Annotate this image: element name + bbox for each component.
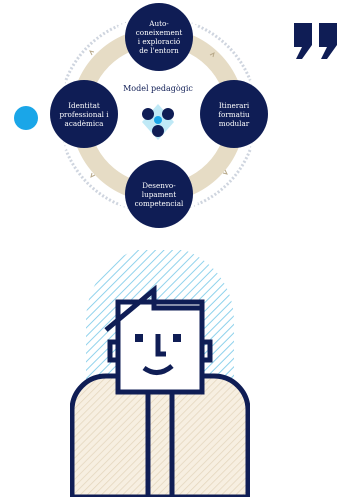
node-professional-identity: Identitat professional i acadèmica <box>50 80 118 148</box>
accent-dot <box>14 106 38 130</box>
node-competency-development: Desenvo- lupament competencial <box>125 160 193 228</box>
person-portrait-illustration <box>70 250 250 497</box>
node-self-knowledge: Auto- coneixement i exploració de l'ento… <box>125 3 193 71</box>
pedagogical-model-diagram: Model pedagògic Auto- coneixement i expl… <box>0 0 341 230</box>
node-modular-itinerary: Itinerari formatiu modular <box>200 80 268 148</box>
diagram-center-title: Model pedagògic <box>123 84 193 93</box>
quote-icon <box>294 23 337 59</box>
pedagogical-model-icon <box>142 104 174 140</box>
